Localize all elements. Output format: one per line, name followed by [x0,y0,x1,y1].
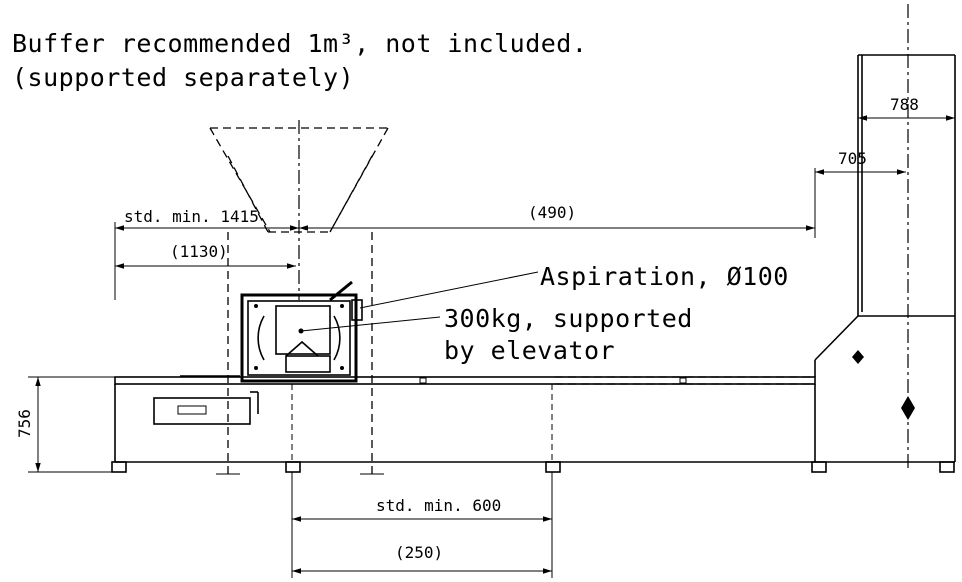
dim-label-490: (490) [528,203,576,222]
dimension-705: 705 [815,149,906,175]
weight-label-line1: 300kg, supported [444,304,693,333]
dim-label-788: 788 [890,95,919,114]
dimension-std-min-600: std. min. 600 [291,472,553,578]
weight-callout: 300kg, supported by elevator [298,304,693,365]
dim-label-std-min-600: std. min. 600 [376,496,501,515]
dimension-490: (490) [299,168,816,238]
dimension-756: 756 [15,376,115,473]
dimension-788: 788 [858,95,955,121]
dimension-1130: (1130) [115,242,296,269]
buffer-note-line2: (supported separately) [12,63,354,92]
elevator-tower [814,54,956,462]
conveyor-body [111,375,955,473]
dimension-std-min-1415: std. min. 1415 [114,207,299,300]
dim-label-250: (250) [395,543,443,562]
dim-label-705: 705 [838,149,867,168]
dim-label-756: 756 [15,409,34,438]
buffer-hopper [209,127,389,478]
aspiration-callout: Aspiration, Ø100 [359,262,789,309]
dosing-unit [240,280,363,383]
dim-label-std-min-1415: std. min. 1415 [124,207,259,226]
aspiration-label: Aspiration, Ø100 [540,262,789,291]
buffer-note-line1: Buffer recommended 1m³, not included. [12,29,587,58]
weight-label-line2: by elevator [444,336,615,365]
dim-label-1130: (1130) [170,242,228,261]
dimension-250: (250) [292,543,552,574]
